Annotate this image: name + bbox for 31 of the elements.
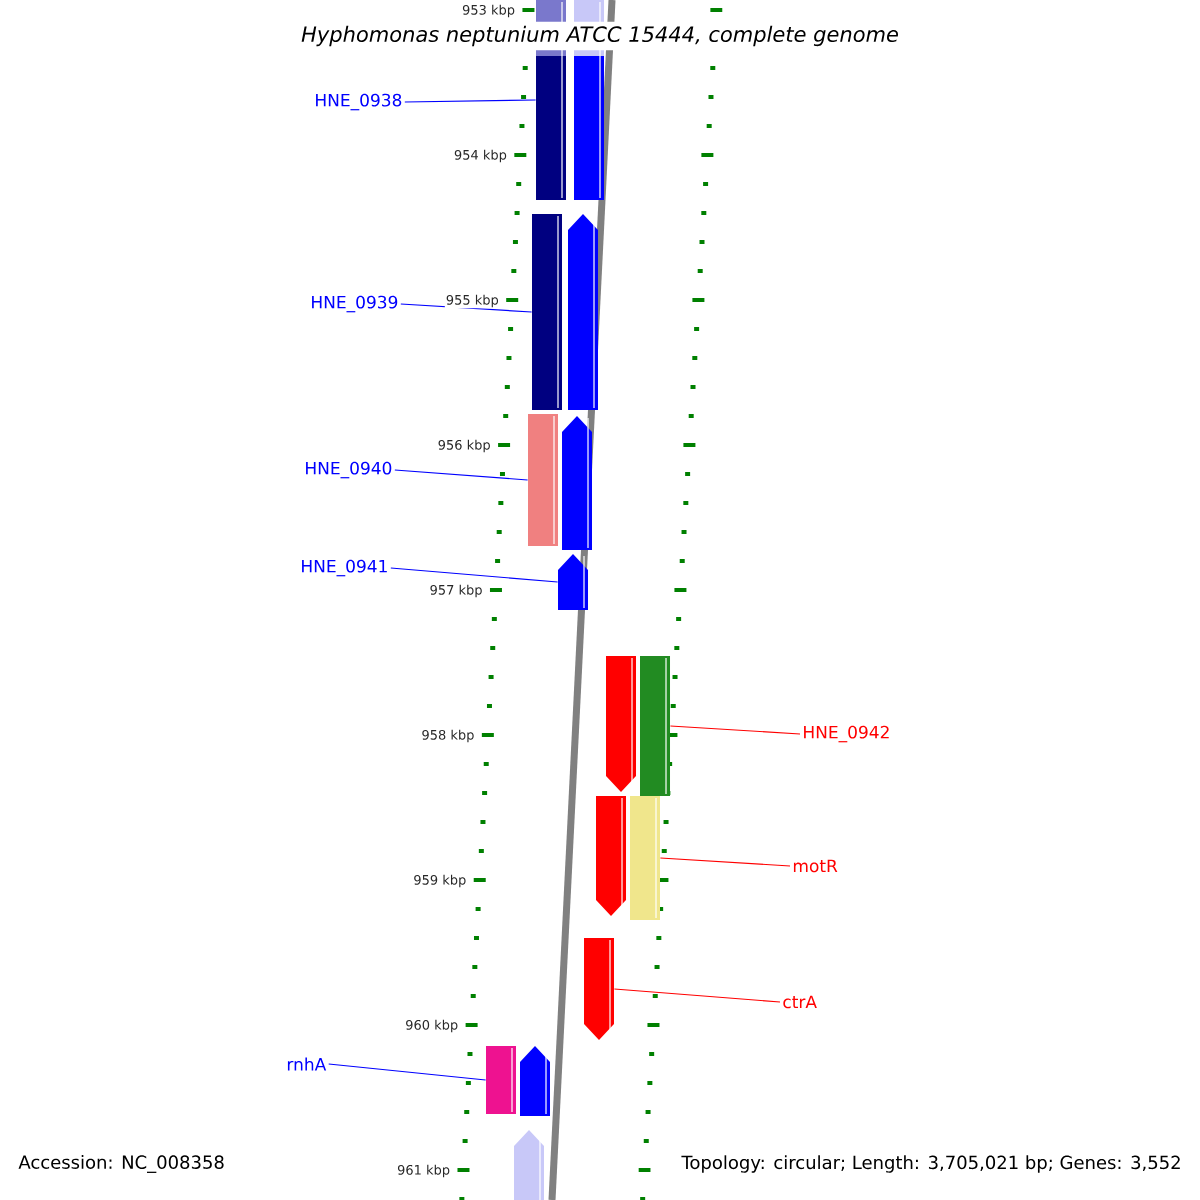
leader-line [613,988,781,1003]
gene-block [606,656,636,792]
gene-bar [630,796,660,920]
title: Hyphomonas neptunium ATCC 15444, complete genome [297,21,903,51]
gene-label: HNE_0938 [316,93,402,111]
gene-bar [532,214,562,410]
gene-label: rnhA [287,1057,327,1071]
gene-block [584,938,614,1040]
gene-block [596,796,626,916]
gene-label: HNE_0940 [306,461,392,479]
gene-bar [640,656,670,796]
leader-line [404,99,537,103]
gene-label: HNE_0939 [312,295,398,313]
gene-label: motR [793,859,838,873]
leader-line [328,1063,487,1081]
leader-line [669,725,801,735]
gene-bar [528,414,558,546]
gene-block [568,214,598,410]
gene-block [514,1130,544,1200]
gene-bar [486,1046,516,1114]
gene-block [558,554,588,610]
leader-line [659,857,791,867]
genome-info-text: Topology: circular; Length: 3,705,021 bp; Genes: 3,552 [679,1153,1184,1175]
gene-label: HNE_0942 [804,725,889,743]
gene-block [562,416,592,550]
gene-block [520,1046,550,1116]
leader-line [394,469,529,481]
accession-text: Accession: NC_008358 [16,1153,227,1175]
leader-line [390,567,559,583]
gene-label: HNE_0941 [302,559,387,577]
gene-label: ctrA [783,995,817,1009]
